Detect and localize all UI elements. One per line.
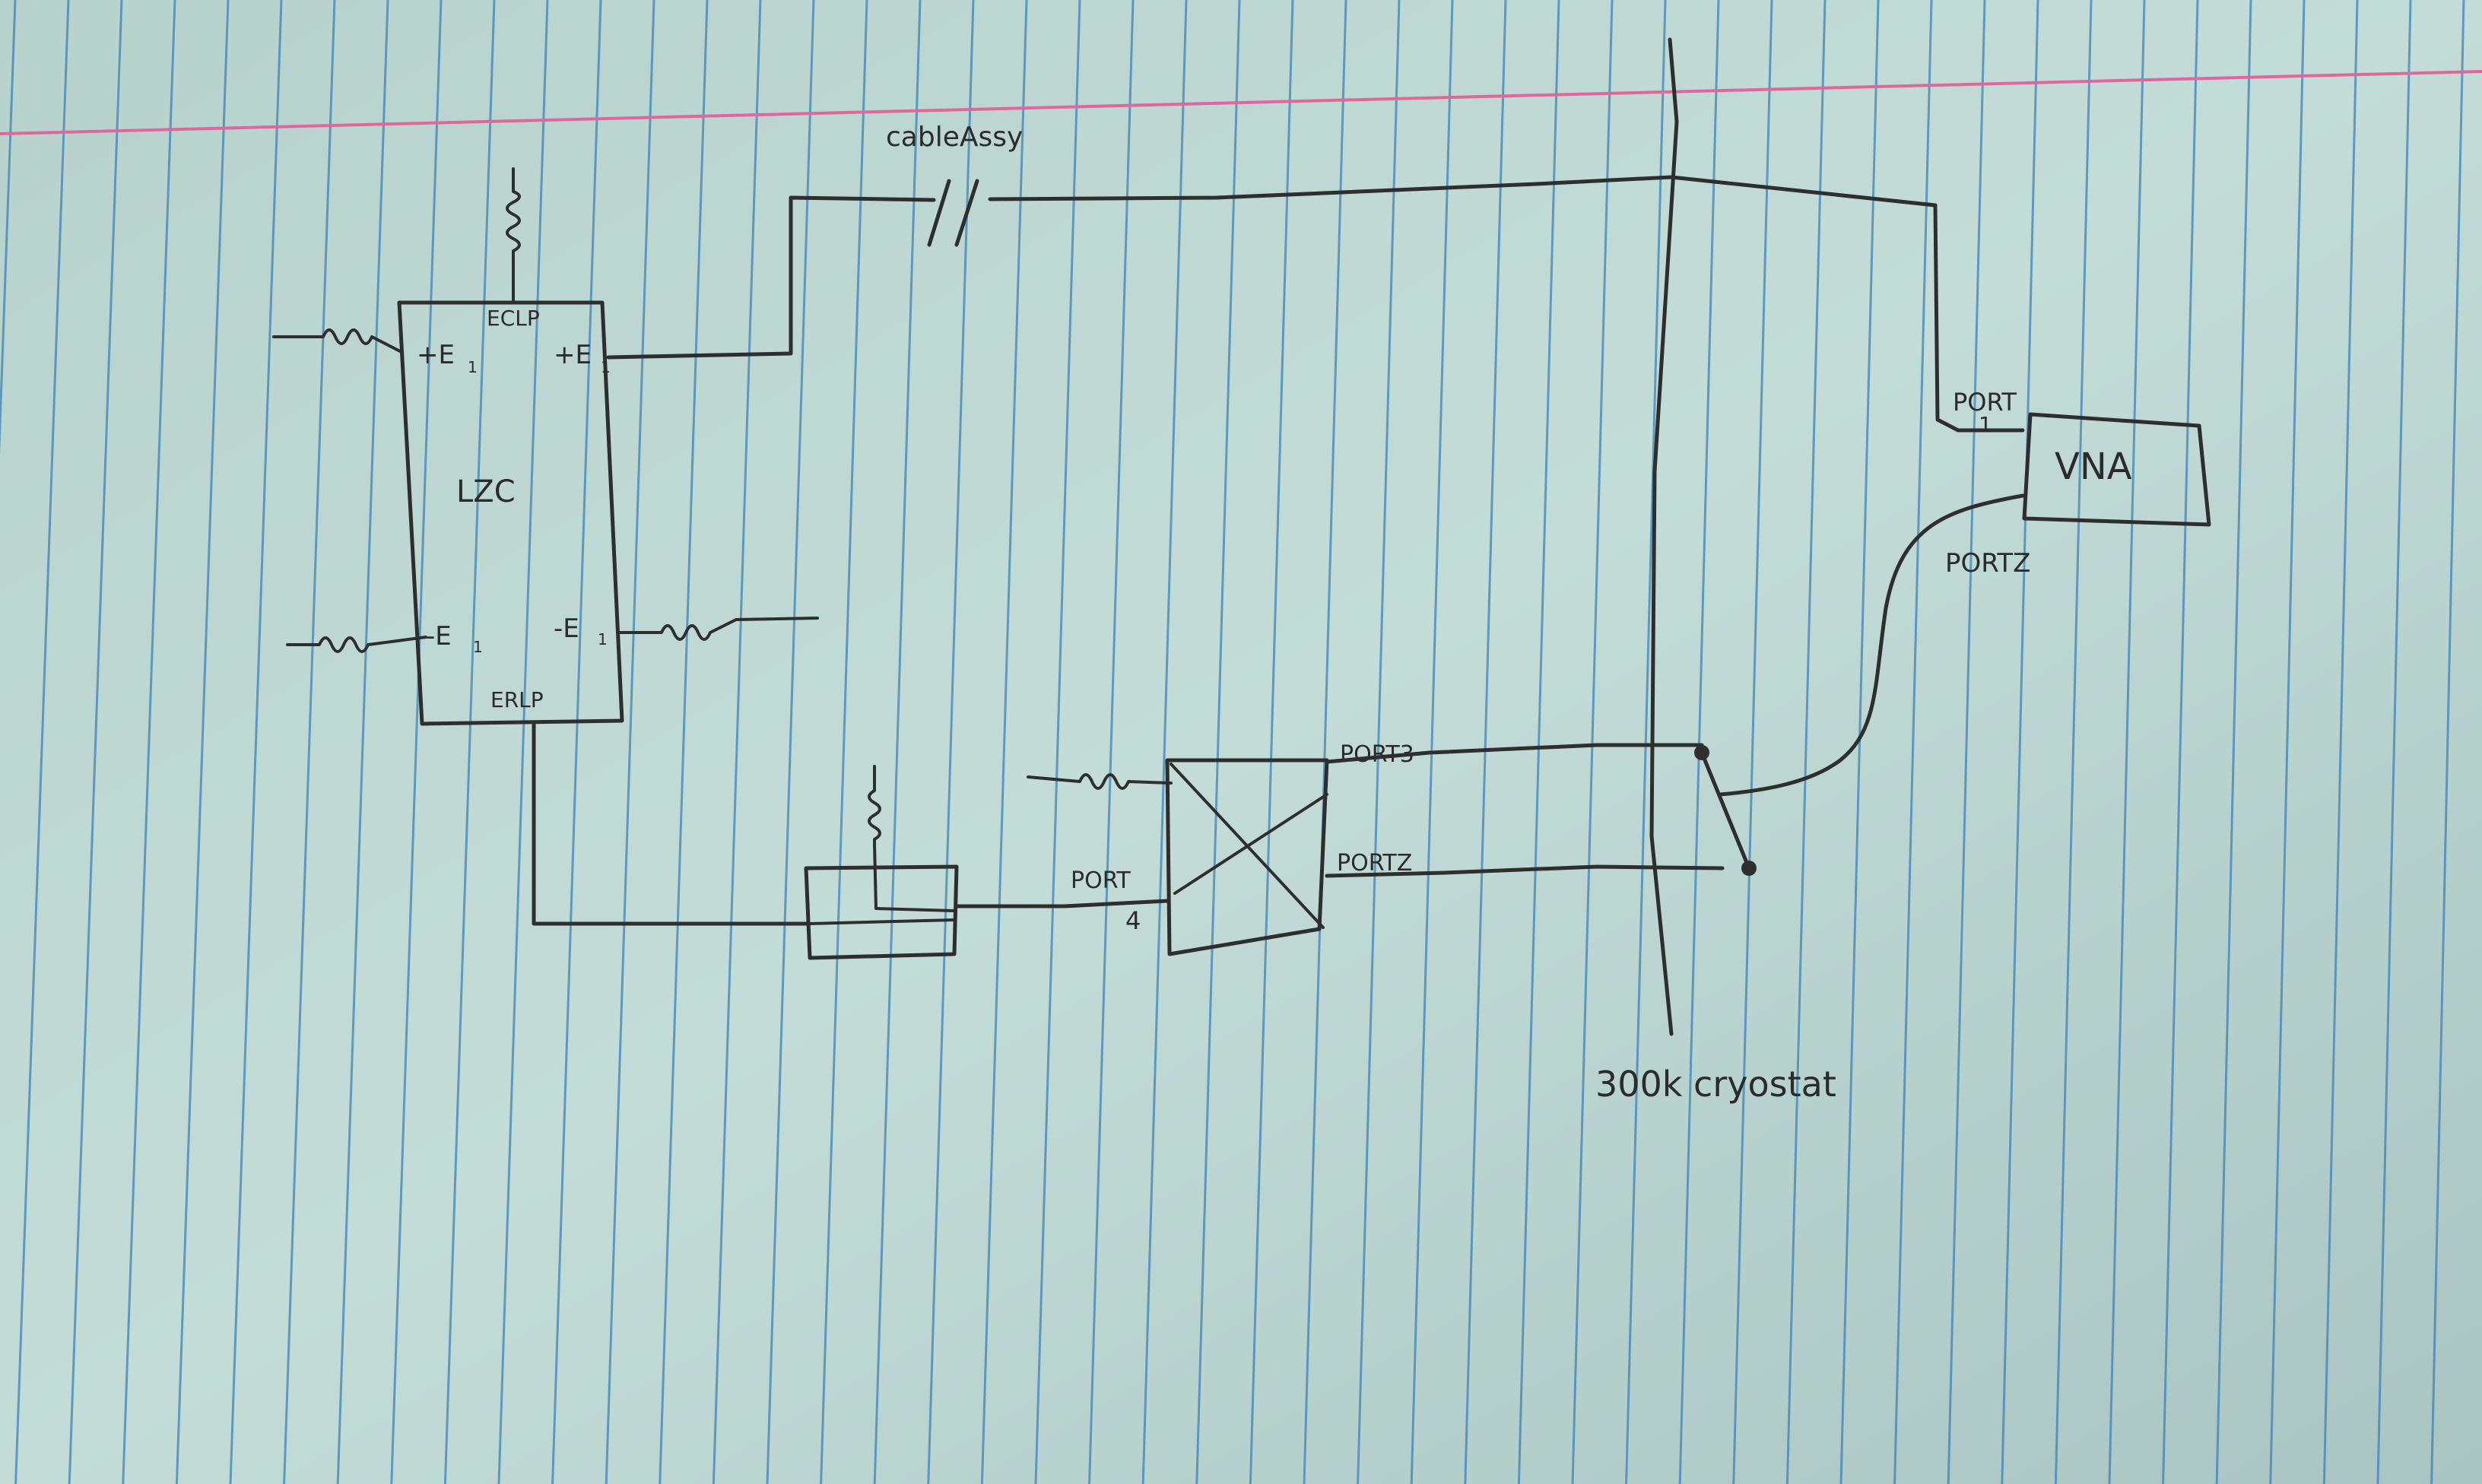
ruled-line bbox=[873, 0, 922, 1484]
ruled-line bbox=[927, 0, 975, 1484]
ruled-line bbox=[712, 0, 762, 1484]
cable-vna-port2 bbox=[1718, 493, 2025, 797]
cryostat-label: 300k cryostat bbox=[1595, 1064, 1836, 1105]
ruled-line bbox=[659, 0, 709, 1484]
hybrid-coupler bbox=[1027, 758, 1329, 956]
pin-pos-e1-right-sub: 1 bbox=[601, 358, 611, 376]
ruled-line bbox=[1839, 0, 1880, 1484]
ruled-line bbox=[2376, 0, 2412, 1484]
vna-port1-label: PORT bbox=[1953, 388, 2017, 417]
ruled-line bbox=[336, 0, 389, 1484]
ruled-line bbox=[175, 0, 230, 1484]
margin-line bbox=[0, 70, 2482, 135]
ruled-line bbox=[283, 0, 336, 1484]
ruled-line bbox=[2430, 0, 2465, 1484]
resistor-bias bbox=[868, 765, 956, 912]
switch-arm bbox=[1700, 750, 1751, 870]
ruled-line bbox=[2269, 0, 2306, 1484]
cryostat-wall bbox=[1649, 37, 1679, 1036]
ruled-line bbox=[443, 0, 496, 1484]
ruled-line bbox=[1303, 0, 1347, 1484]
cable-port2 bbox=[1325, 864, 1725, 878]
ruled-line bbox=[2322, 0, 2359, 1484]
ruled-line bbox=[1410, 0, 1454, 1484]
ruled-line bbox=[1517, 0, 1560, 1484]
ruled-line bbox=[980, 0, 1028, 1484]
resistor-top bbox=[506, 167, 521, 304]
pin-neg-e1-right: -E bbox=[554, 614, 579, 644]
resistor-coupler bbox=[1027, 773, 1173, 790]
ruled-line bbox=[766, 0, 815, 1484]
ruled-line bbox=[497, 0, 549, 1484]
cable-break bbox=[927, 179, 979, 247]
ruled-line bbox=[820, 0, 868, 1484]
ruled-line bbox=[1947, 0, 1986, 1484]
vna-box bbox=[2022, 412, 2211, 527]
ruled-line bbox=[1088, 0, 1135, 1484]
ruled-line bbox=[1785, 0, 1827, 1484]
ruled-line bbox=[1678, 0, 1720, 1484]
cable-lower bbox=[532, 721, 1170, 926]
ruled-line bbox=[1464, 0, 1507, 1484]
pin-pos-e1-left-sub: 1 bbox=[468, 358, 478, 376]
pin-neg-e1-left-sub: 1 bbox=[473, 638, 483, 656]
ruled-line bbox=[1893, 0, 1933, 1484]
ruled-line bbox=[2108, 0, 2146, 1484]
ruled-line bbox=[1732, 0, 1773, 1484]
pin-pos-e1-left: +E bbox=[417, 340, 455, 370]
ruled-line bbox=[1195, 0, 1241, 1484]
coupler-port4-num: 4 bbox=[1125, 906, 1141, 935]
ruled-line bbox=[551, 0, 602, 1484]
switch-contact-lower bbox=[1741, 861, 1757, 876]
chip-top-label: ECLP bbox=[487, 306, 540, 331]
cable-port3 bbox=[1325, 743, 1704, 764]
resistor-left-upper bbox=[272, 328, 403, 354]
vna-port1-num: 1 bbox=[1979, 412, 1992, 437]
ruled-line bbox=[14, 0, 70, 1484]
ruled-line bbox=[605, 0, 655, 1484]
bias-tee bbox=[804, 765, 959, 960]
ruled-line bbox=[68, 0, 123, 1484]
resistor-left-lower bbox=[286, 636, 427, 653]
resistor-right-lower bbox=[618, 617, 819, 641]
pin-neg-e1-right-sub: 1 bbox=[598, 630, 608, 648]
cable-assy-label: cableAssy bbox=[886, 122, 1023, 153]
ruled-line bbox=[390, 0, 443, 1484]
ruled-line bbox=[2001, 0, 2039, 1484]
coupler-port4-label: PORT bbox=[1071, 867, 1131, 894]
ruled-line bbox=[122, 0, 176, 1484]
ruled-line bbox=[2215, 0, 2252, 1484]
ruled-line bbox=[0, 0, 17, 456]
ruled-line bbox=[1141, 0, 1188, 1484]
ruled-line bbox=[1571, 0, 1614, 1484]
ruled-line bbox=[1357, 0, 1401, 1484]
ruled-line bbox=[229, 0, 283, 1484]
chip-name: LZC bbox=[456, 474, 516, 509]
chip-bottom-label: ERLP bbox=[490, 687, 544, 712]
ruled-line bbox=[2054, 0, 2093, 1484]
ruled-line bbox=[1625, 0, 1667, 1484]
vna-label: VNA bbox=[2055, 446, 2132, 488]
ruled-line bbox=[2162, 0, 2199, 1484]
pin-neg-e1-left: -E bbox=[426, 621, 452, 652]
ruled-line bbox=[1249, 0, 1294, 1484]
switch-contact-upper bbox=[1694, 745, 1709, 760]
vna-port2-label: PORTZ bbox=[1945, 548, 2030, 579]
pin-pos-e1-right: +E bbox=[554, 340, 592, 370]
ruled-line bbox=[1034, 0, 1081, 1484]
lzc-chip bbox=[272, 167, 819, 726]
cable-top bbox=[606, 175, 2025, 433]
